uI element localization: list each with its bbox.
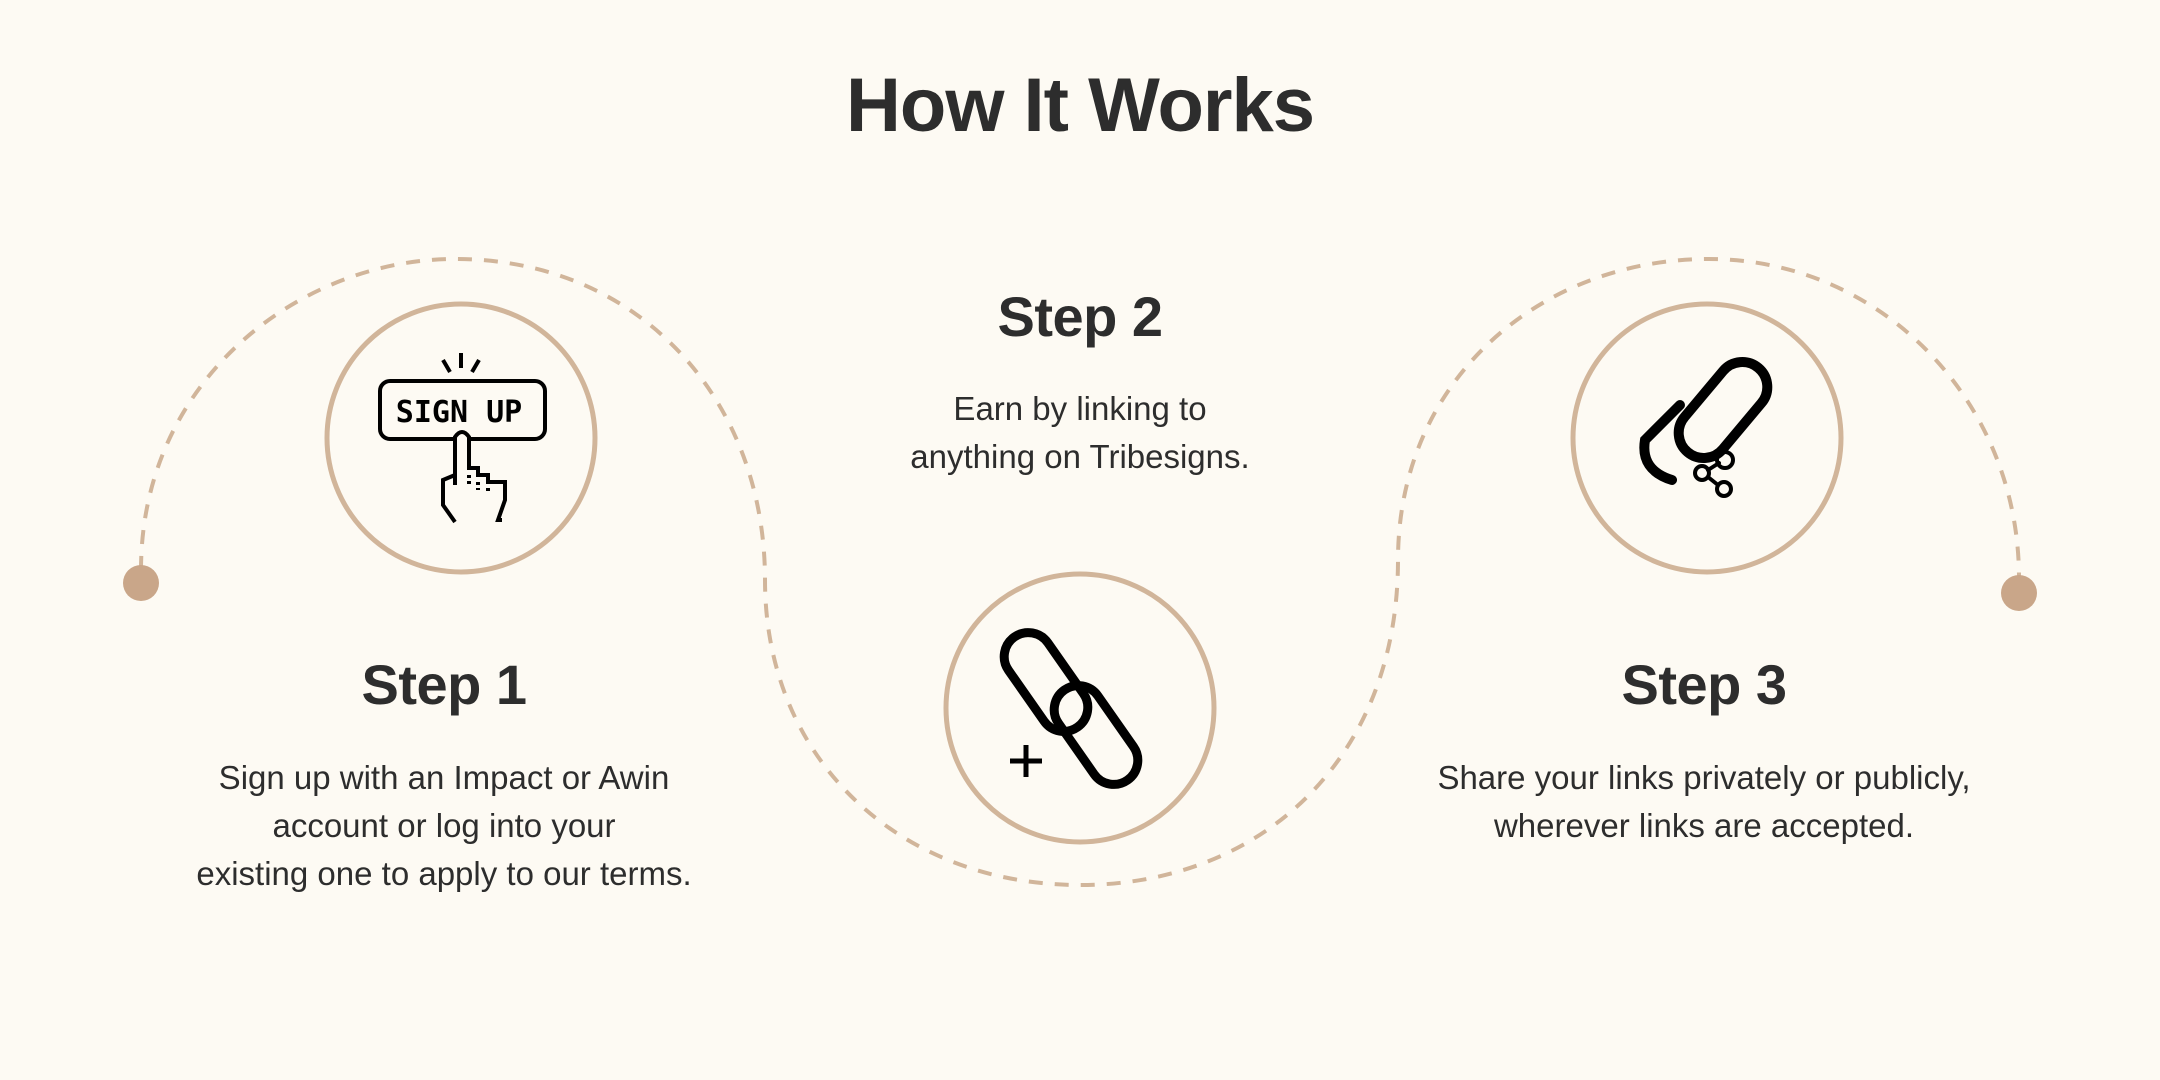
desc-line: account or log into your [272,807,616,844]
step-1-description: Sign up with an Impact or Awin account o… [196,754,691,898]
step-3-heading: Step 3 [1621,653,1787,716]
desc-line: Sign up with an Impact or Awin [218,759,670,796]
step-1-icon-circle: SIGN UP [324,301,598,575]
desc-line: Share your links privately or publicly, [1437,759,1971,796]
start-dot [123,565,159,601]
sign-up-button-hand-icon: SIGN UP [378,353,547,524]
dashed-path [139,256,2021,888]
desc-line: Earn by linking to [953,390,1207,427]
page-title: How It Works [846,63,1315,148]
step-3-description: Share your links privately or publicly, … [1437,754,1970,850]
end-dot [2001,575,2037,611]
desc-line: wherever links are accepted. [1493,807,1915,844]
desc-line: existing one to apply to our terms. [196,855,692,892]
step-2-icon-circle [943,571,1217,845]
svg-text:SIGN UP: SIGN UP [396,395,522,430]
step-3-icon-circle [1570,301,1844,575]
desc-line: anything on Tribesigns. [910,438,1250,475]
link-add-icon [999,628,1143,789]
step-2-heading: Step 2 [997,285,1163,348]
step-1-heading: Step 1 [361,653,527,716]
link-share-icon [1639,357,1773,498]
step-2-description: Earn by linking to anything on Tribesign… [910,385,1249,481]
